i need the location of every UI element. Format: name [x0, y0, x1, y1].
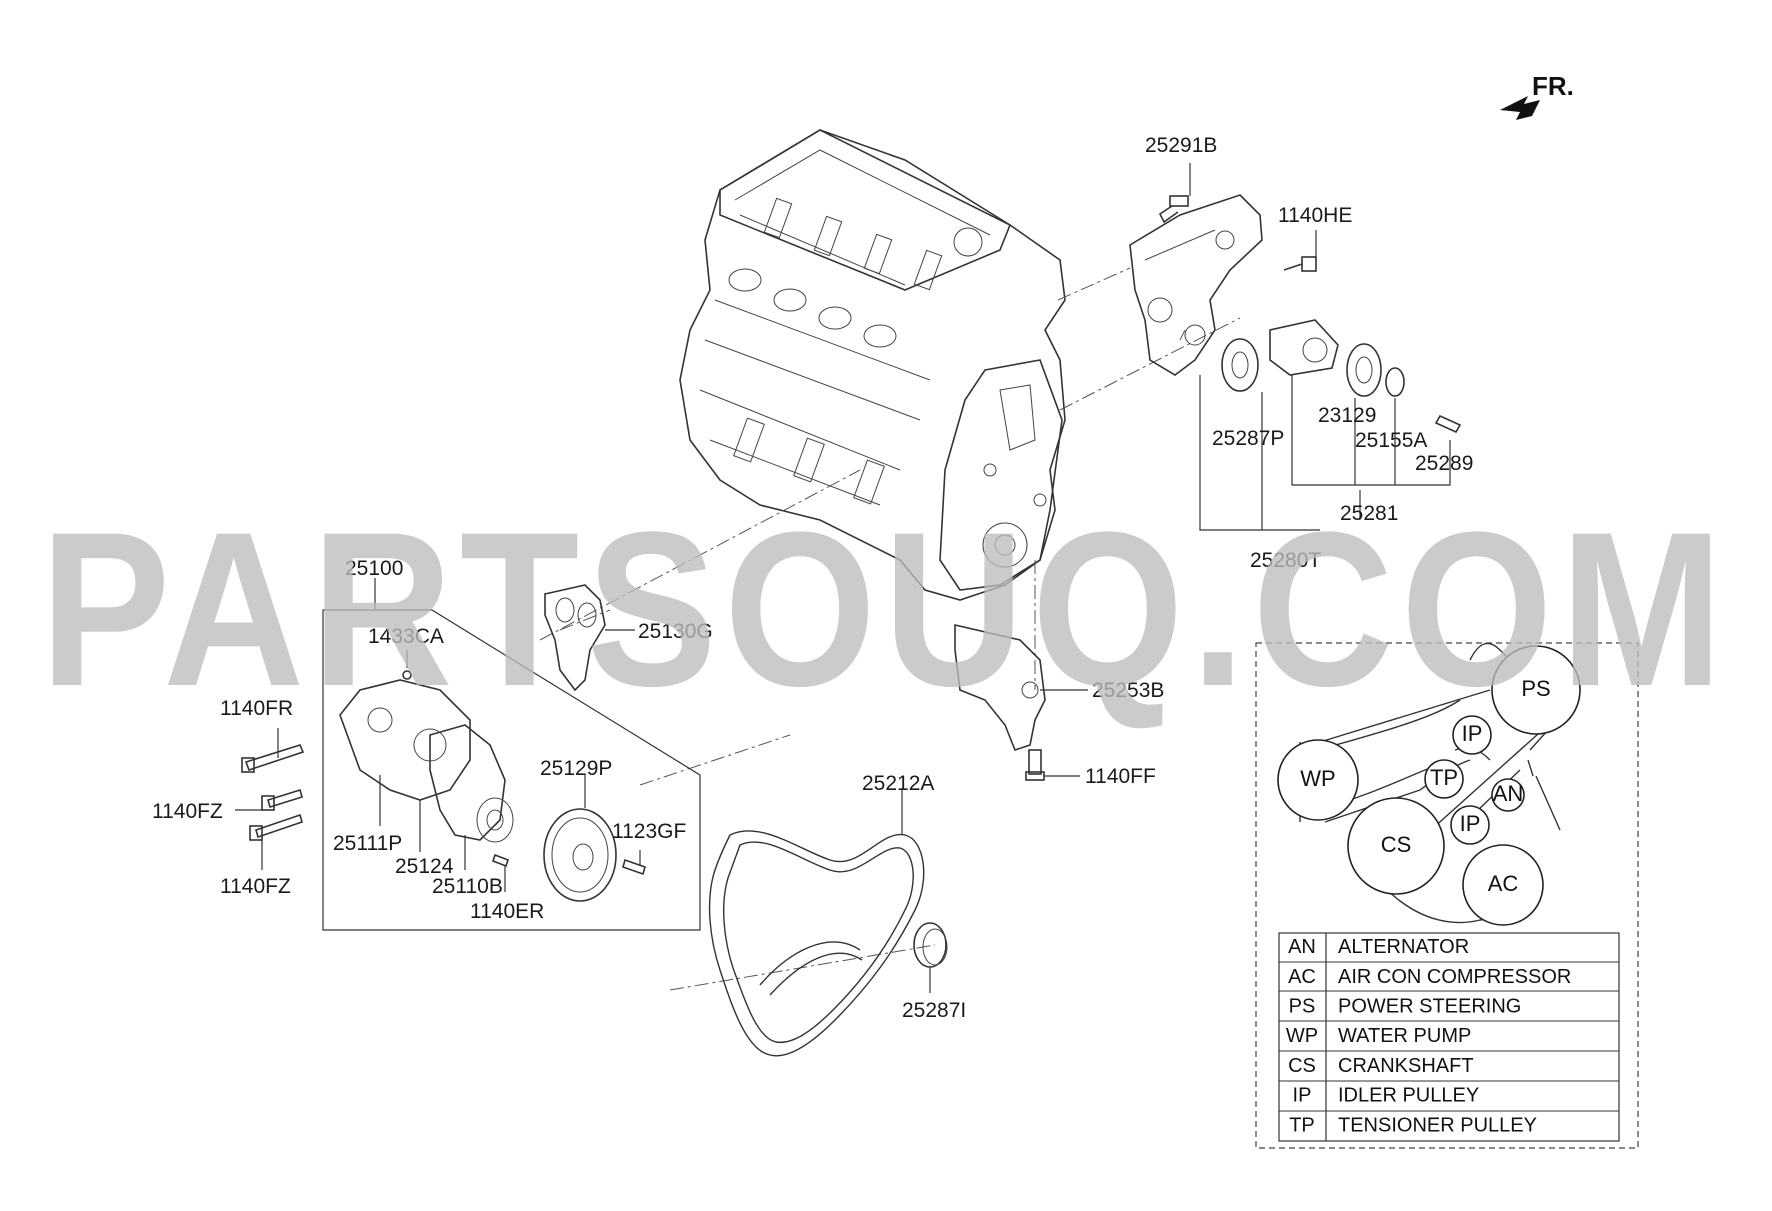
label-1140HE[interactable]: 1140HE: [1278, 204, 1352, 227]
washer[interactable]: [1385, 367, 1405, 397]
legend-code-tp: TP: [1289, 1114, 1315, 1136]
label-25155A[interactable]: 25155A: [1355, 429, 1427, 452]
tensioner-pulley-25155A[interactable]: [1346, 343, 1382, 397]
bolt-1433CA[interactable]: [402, 670, 412, 680]
label-25253B[interactable]: 25253B: [1092, 679, 1164, 702]
label-25111P[interactable]: 25111P: [333, 832, 402, 855]
serpentine-belt[interactable]: [708, 830, 925, 1057]
tensioner-23129[interactable]: [1269, 319, 1339, 376]
label-1140FR[interactable]: 1140FR: [220, 697, 293, 720]
bolt-1140ER[interactable]: [491, 853, 510, 868]
leader-lines: [235, 163, 1451, 993]
part-labels: 25291B 1140HE 23129 25287P 25155A 25289 …: [152, 134, 1473, 1022]
label-1140FF[interactable]: 1140FF: [1085, 765, 1156, 788]
legend-name-ps: POWER STEERING: [1338, 996, 1521, 1018]
bolt-1123GF[interactable]: [622, 858, 646, 876]
pulley-wp[interactable]: WP: [1277, 739, 1359, 821]
legend-name-ac: AIR CON COMPRESSOR: [1338, 966, 1571, 988]
legend-name-wp: WATER PUMP: [1338, 1025, 1471, 1047]
label-1123GF[interactable]: 1123GF: [612, 820, 686, 843]
pulley-ps-label: PS: [1521, 676, 1550, 701]
label-1140FZ-upper[interactable]: 1140FZ: [152, 800, 223, 823]
pulley-ip-upper-label: IP: [1462, 721, 1483, 746]
label-23129[interactable]: 23129: [1318, 404, 1376, 427]
legend-table: AN ALTERNATOR AC AIR CON COMPRESSOR PS POWER …: [1278, 932, 1620, 1142]
pulley-ip-lower[interactable]: IP: [1450, 805, 1490, 845]
pulley-ac-label: AC: [1488, 871, 1519, 896]
label-1140ER[interactable]: 1140ER: [470, 900, 544, 923]
legend-name-cs: CRANKSHAFT: [1338, 1055, 1474, 1077]
pulley-tp-label: TP: [1430, 765, 1458, 790]
front-label: FR.: [1532, 71, 1574, 101]
legend-code-ip: IP: [1293, 1085, 1312, 1107]
front-direction-indicator: FR.: [1500, 71, 1574, 120]
label-1140FZ-lower[interactable]: 1140FZ: [220, 875, 291, 898]
label-25100[interactable]: 25100: [345, 557, 403, 580]
label-25287I[interactable]: 25287I: [902, 999, 966, 1022]
bolt-25289[interactable]: [1434, 414, 1462, 434]
engine-block[interactable]: [679, 129, 1066, 601]
water-pump-group-box: [322, 609, 701, 931]
bolt-1140FR[interactable]: [241, 744, 305, 773]
gasket-25130G[interactable]: [544, 584, 606, 692]
legend-code-ac: AC: [1288, 966, 1316, 988]
bolt-25291B[interactable]: [1158, 195, 1189, 224]
legend-code-an: AN: [1288, 936, 1316, 958]
pulley-an-label: AN: [1493, 781, 1524, 806]
pulley-cs-label: CS: [1381, 832, 1412, 857]
label-25129P[interactable]: 25129P: [540, 757, 612, 780]
legend-code-cs: CS: [1288, 1055, 1316, 1077]
pulley-ip-lower-label: IP: [1460, 811, 1481, 836]
label-25291B[interactable]: 25291B: [1145, 134, 1217, 157]
bolt-1140FF[interactable]: [1025, 749, 1045, 781]
legend-name-an: ALTERNATOR: [1338, 936, 1469, 958]
engine-mount-bracket[interactable]: [954, 623, 1046, 751]
assembly-lines: [539, 267, 1241, 991]
label-25124[interactable]: 25124: [395, 855, 454, 878]
pulley-tp[interactable]: TP: [1424, 759, 1464, 799]
belt-routing-inset: PS IP WP TP AN IP CS AC: [1255, 642, 1639, 1149]
water-pump[interactable]: [429, 724, 514, 843]
inset-frame: [1255, 642, 1639, 1149]
pulley-an[interactable]: AN: [1491, 778, 1525, 812]
idler-pulley-25287I[interactable]: [913, 922, 948, 968]
label-25281[interactable]: 25281: [1340, 502, 1398, 525]
bolt-1140FZ-lower[interactable]: [249, 813, 303, 841]
pulley-ac[interactable]: AC: [1462, 844, 1544, 926]
label-25287P[interactable]: 25287P: [1212, 427, 1284, 450]
label-1433CA[interactable]: 1433CA: [368, 625, 444, 648]
label-25280T[interactable]: 25280T: [1250, 549, 1321, 572]
tensioner-bracket[interactable]: [1129, 194, 1263, 376]
idler-pulley-25287P[interactable]: [1221, 338, 1259, 392]
label-25212A[interactable]: 25212A: [862, 772, 934, 795]
watermark: PARTSOUQ.COM: [40, 486, 1730, 732]
legend-name-tp: TENSIONER PULLEY: [1338, 1114, 1537, 1136]
front-arrow-icon: [1500, 96, 1540, 120]
legend-code-wp: WP: [1286, 1025, 1318, 1047]
bolt-1140FZ-upper[interactable]: [261, 788, 303, 811]
pulley-cs[interactable]: CS: [1347, 797, 1445, 895]
pulley-ip-upper[interactable]: IP: [1452, 715, 1492, 755]
bolt-1140HE[interactable]: [1283, 256, 1317, 272]
label-25289[interactable]: 25289: [1415, 452, 1473, 475]
legend-code-ps: PS: [1289, 996, 1316, 1018]
pulley-ps[interactable]: PS: [1491, 645, 1581, 735]
pulley-wp-label: WP: [1300, 766, 1335, 791]
pump-pulley-25129P[interactable]: [543, 808, 617, 902]
legend-name-ip: IDLER PULLEY: [1338, 1085, 1479, 1107]
label-25130G[interactable]: 25130G: [638, 620, 713, 643]
label-25110B[interactable]: 25110B: [432, 875, 503, 898]
